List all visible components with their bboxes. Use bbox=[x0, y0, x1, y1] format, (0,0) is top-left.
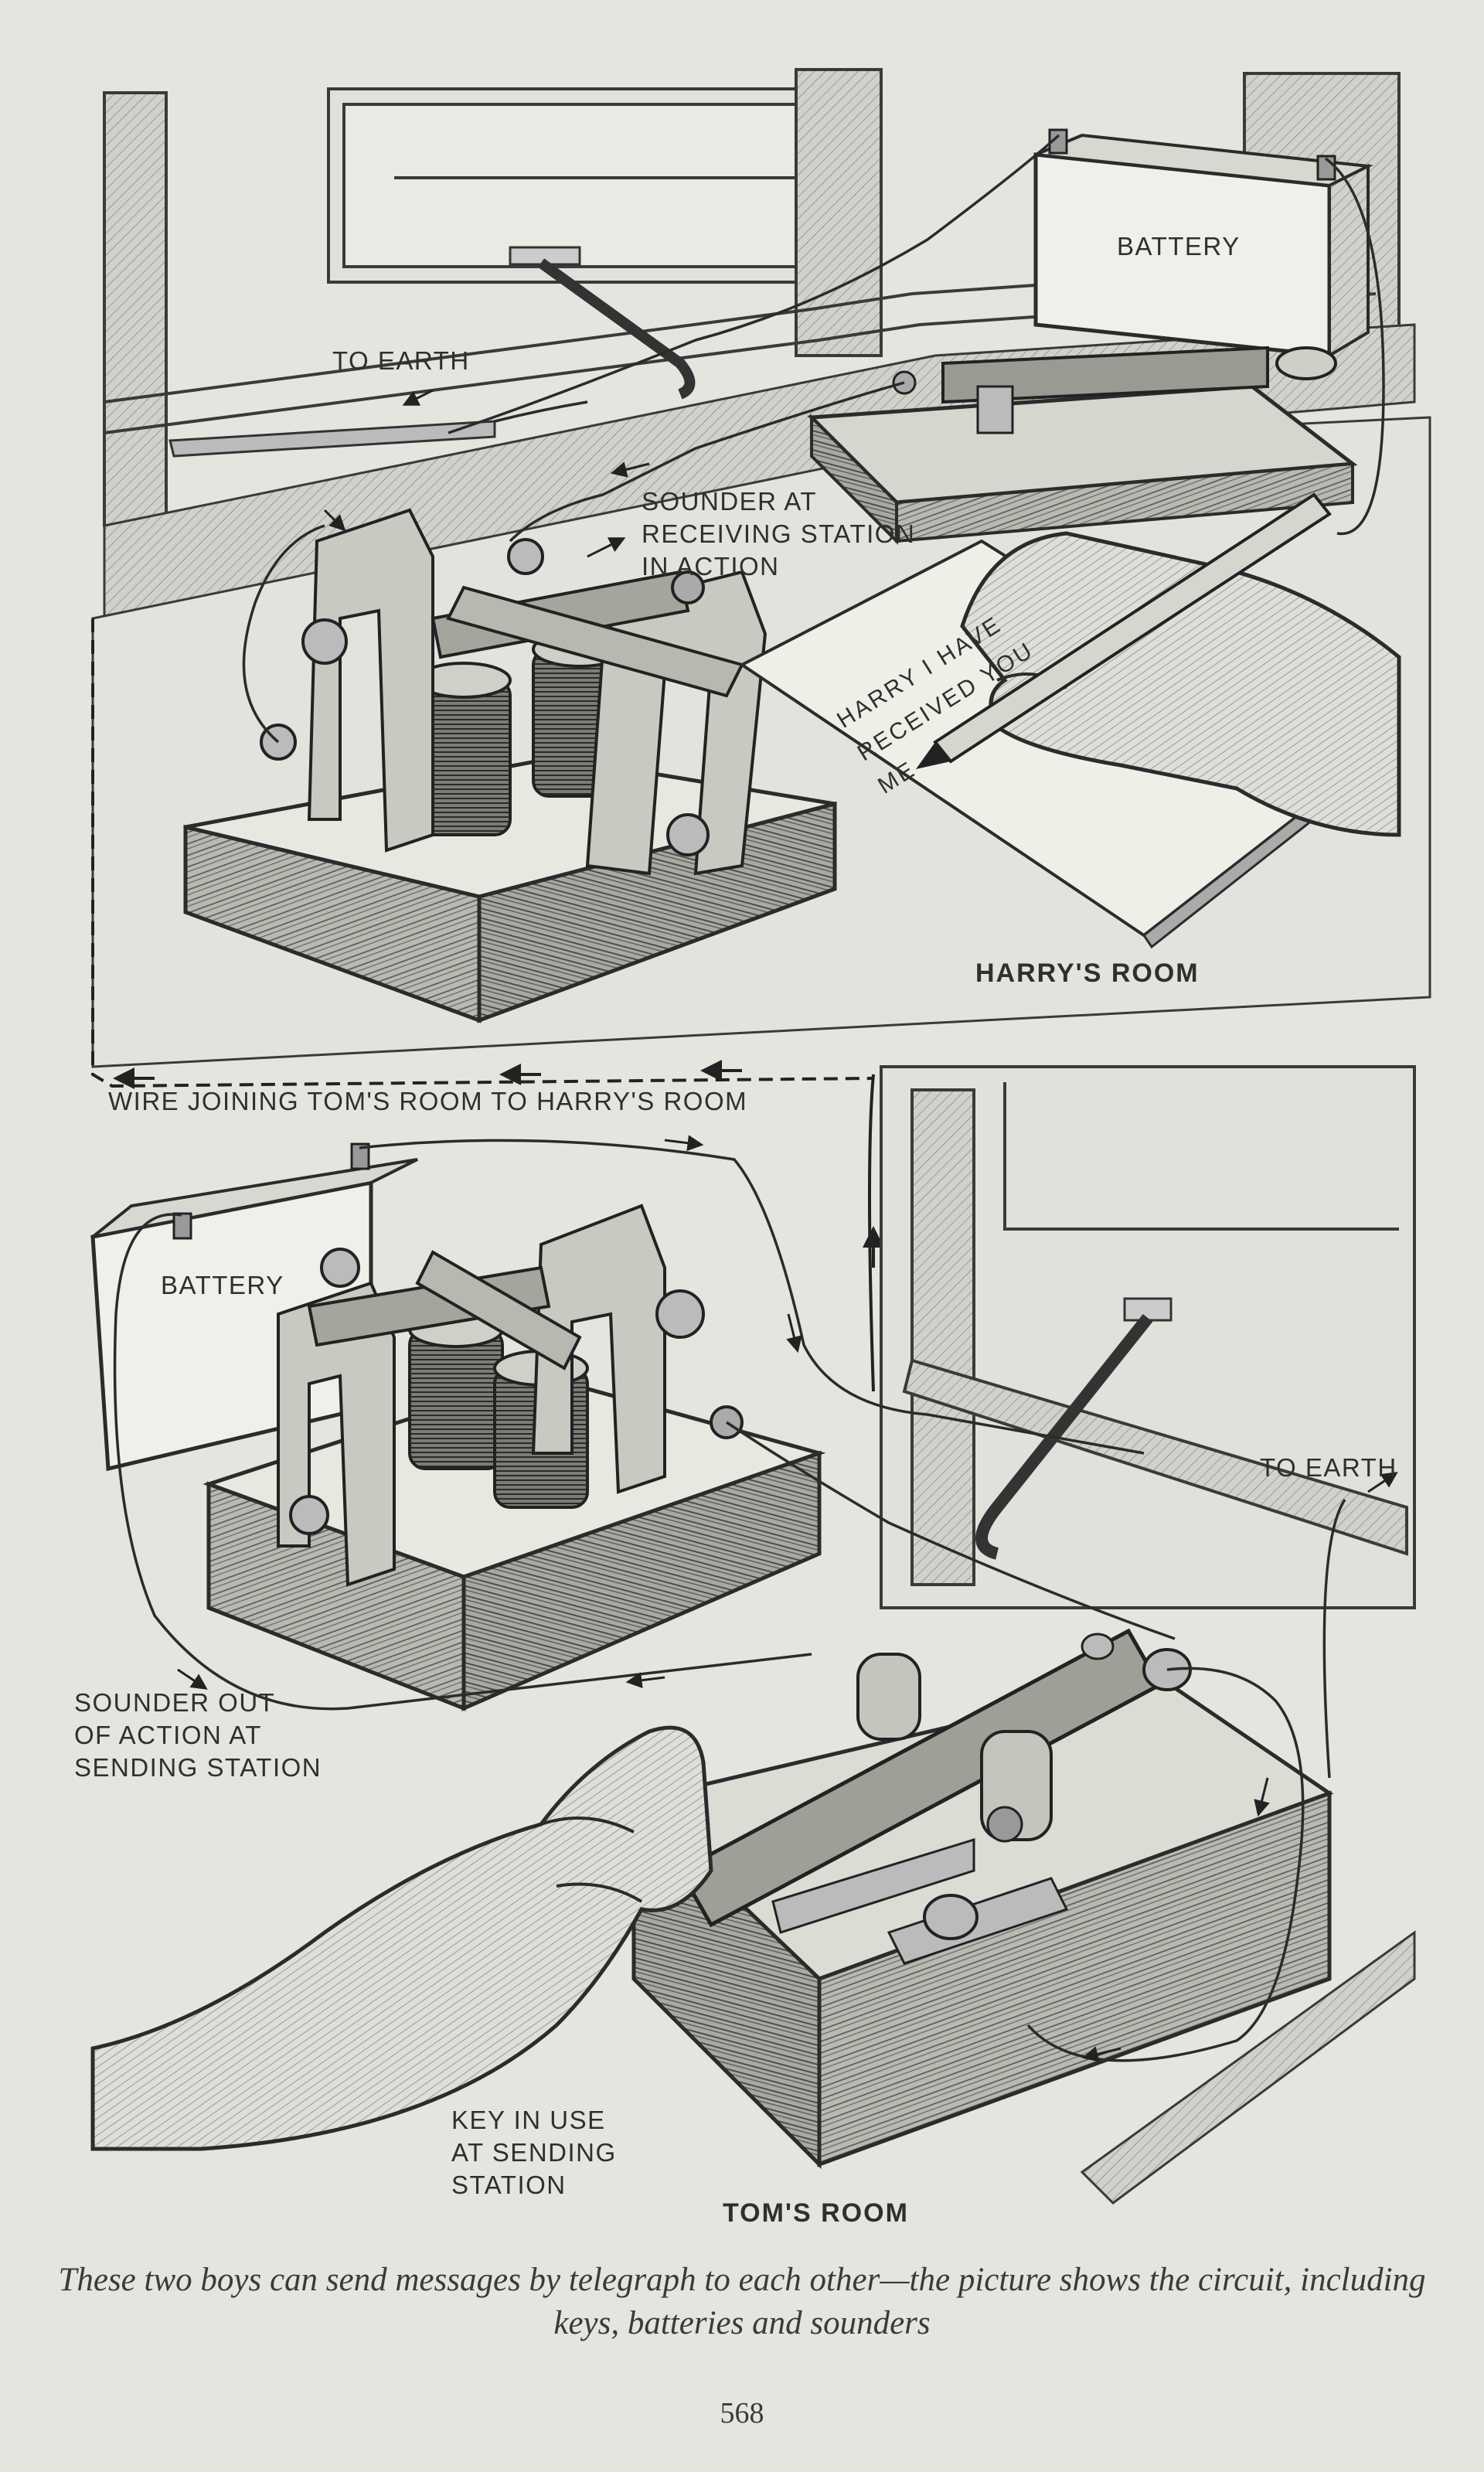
sending-hand bbox=[90, 1725, 713, 2151]
battery-label-bottom: BATTERY bbox=[161, 1271, 284, 1299]
harrys-room-scene bbox=[91, 68, 1431, 1068]
wire-label: WIRE JOINING TOM'S ROOM TO HARRY'S ROOM bbox=[108, 1087, 748, 1115]
telegraph-key-top bbox=[807, 346, 1358, 545]
figure-caption: These two boys can send messages by tele… bbox=[58, 2262, 1426, 2341]
window-stay-bottom bbox=[975, 1297, 1173, 1560]
window-frame-bottom bbox=[880, 1065, 1416, 1609]
current-arrows-bottom bbox=[177, 1135, 1398, 2062]
writing-hand bbox=[916, 492, 1401, 837]
earth-label-bottom: TO EARTH bbox=[1260, 1453, 1397, 1482]
current-arrows-top bbox=[323, 389, 650, 558]
earth-plate-top bbox=[168, 420, 496, 458]
earth-label-top: TO EARTH bbox=[332, 346, 470, 375]
harrys-room-label: HARRY'S ROOM bbox=[975, 958, 1200, 988]
sounder-top bbox=[183, 508, 837, 1023]
sounder-label-top: SOUNDER AT RECEIVING STATION IN ACTION bbox=[642, 487, 916, 581]
telegraph-circuit-illustration: HARRY I HAVE RECEIVED YOU ME bbox=[90, 68, 1431, 2205]
sounder-bottom bbox=[203, 1204, 826, 1711]
toms-room-scene bbox=[90, 1065, 1416, 2205]
telegraph-key-bottom bbox=[629, 1628, 1334, 2170]
sounder-label-bottom: SOUNDER OUT OF ACTION AT SENDING STATION bbox=[74, 1688, 322, 1782]
joining-wire bbox=[91, 618, 884, 1392]
window-stay-top bbox=[509, 246, 696, 400]
wires-bottom bbox=[113, 1139, 1346, 2062]
page-number: 568 bbox=[720, 2397, 764, 2429]
wires-top bbox=[242, 134, 1385, 744]
key-label: KEY IN USE AT SENDING STATION bbox=[451, 2106, 617, 2199]
battery-top bbox=[1033, 128, 1373, 359]
toms-room-label: TOM'S ROOM bbox=[723, 2198, 909, 2228]
battery-label-top: BATTERY bbox=[1117, 232, 1241, 260]
